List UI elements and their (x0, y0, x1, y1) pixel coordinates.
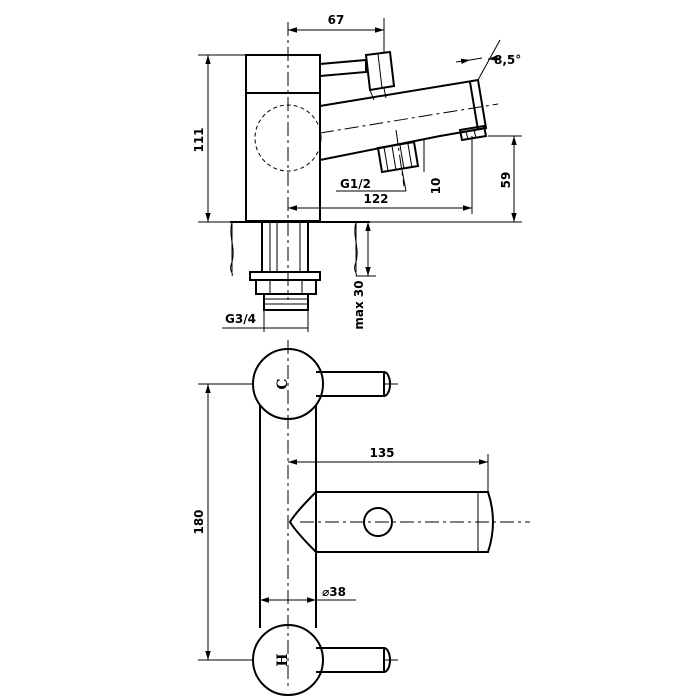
dimension-59: 59 (370, 135, 522, 223)
side-view: 67 8,5° 111 G1/2 10 (192, 13, 522, 332)
dimension-135: 135 (288, 446, 489, 492)
svg-text:⌀38: ⌀38 (322, 585, 346, 599)
svg-text:180: 180 (192, 509, 206, 534)
dimension-dia38: ⌀38 (260, 585, 356, 603)
top-lever (319, 50, 396, 101)
svg-text:G1/2: G1/2 (340, 177, 371, 191)
hidden-cartridge-circle (254, 104, 322, 172)
dimension-122: 122 (288, 136, 473, 214)
hot-handle: H (252, 624, 402, 696)
dimension-67: 67 (288, 13, 385, 52)
svg-text:122: 122 (363, 192, 388, 206)
dimension-max30: max 30 (320, 221, 376, 330)
threaded-shank (249, 221, 321, 311)
mixer-body (245, 54, 321, 222)
thread-g34-label: G3/4 (222, 310, 309, 332)
svg-text:59: 59 (499, 172, 513, 189)
svg-text:135: 135 (369, 446, 394, 460)
cold-handle: C (252, 348, 402, 420)
cold-label: C (275, 378, 291, 389)
svg-text:G3/4: G3/4 (225, 312, 256, 326)
svg-text:111: 111 (192, 127, 206, 152)
spout-top (288, 491, 530, 553)
thread-g12-label: G1/2 (336, 169, 407, 192)
svg-text:8,5°: 8,5° (494, 53, 521, 67)
svg-text:67: 67 (328, 13, 345, 27)
dimension-10: 10 (423, 140, 443, 195)
hot-label: H (275, 653, 291, 666)
svg-text:max 30: max 30 (352, 280, 366, 329)
svg-text:10: 10 (429, 178, 443, 195)
top-view: C H 135 180 ⌀38 (192, 340, 530, 696)
dimension-180: 180 (192, 383, 253, 661)
diverter-knob (376, 129, 420, 187)
dimension-angle: 8,5° (455, 39, 521, 81)
dimension-111: 111 (192, 54, 246, 223)
